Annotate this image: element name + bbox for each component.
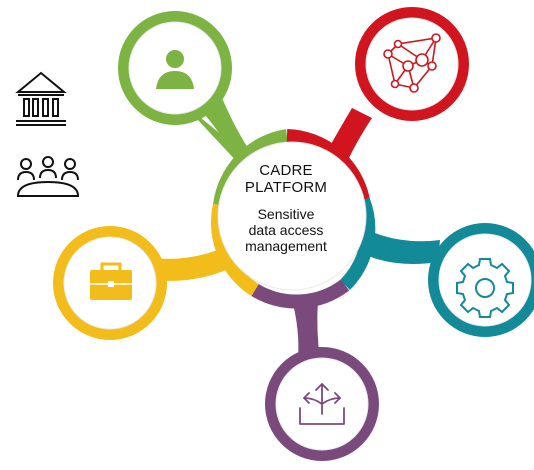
platform-subtitle-line3: management <box>245 238 327 254</box>
platform-subtitle-line1: Sensitive <box>257 206 315 222</box>
gear-icon <box>456 258 514 318</box>
platform-title: CADRE PLATFORM <box>220 162 352 196</box>
platform-title-line1: CADRE <box>259 162 313 179</box>
platform-title-line2: PLATFORM <box>244 179 328 196</box>
ring-purple <box>251 279 350 309</box>
platform-subtitle-line2: data access <box>248 222 324 238</box>
center-disc <box>218 142 366 290</box>
center-label: CADRE PLATFORM Sensitive data access man… <box>220 162 352 254</box>
user-icon <box>156 50 194 89</box>
split-arrows-icon <box>299 383 345 425</box>
connector-yellow-stem <box>150 248 226 281</box>
network-icon <box>383 33 441 93</box>
institution-icon <box>15 71 67 126</box>
node-briefcase <box>53 226 167 340</box>
connector-teal-stem <box>368 230 440 264</box>
node-network <box>355 7 469 121</box>
connector-green <box>168 88 285 165</box>
node-gear <box>428 223 534 337</box>
platform-subtitle: Sensitive data access management <box>220 206 352 254</box>
connector-purple-stem <box>292 300 320 360</box>
center-shadow <box>217 141 367 291</box>
node-split <box>265 347 379 461</box>
meeting-icon <box>16 156 80 197</box>
briefcase-icon <box>90 262 132 300</box>
node-user <box>118 11 232 125</box>
